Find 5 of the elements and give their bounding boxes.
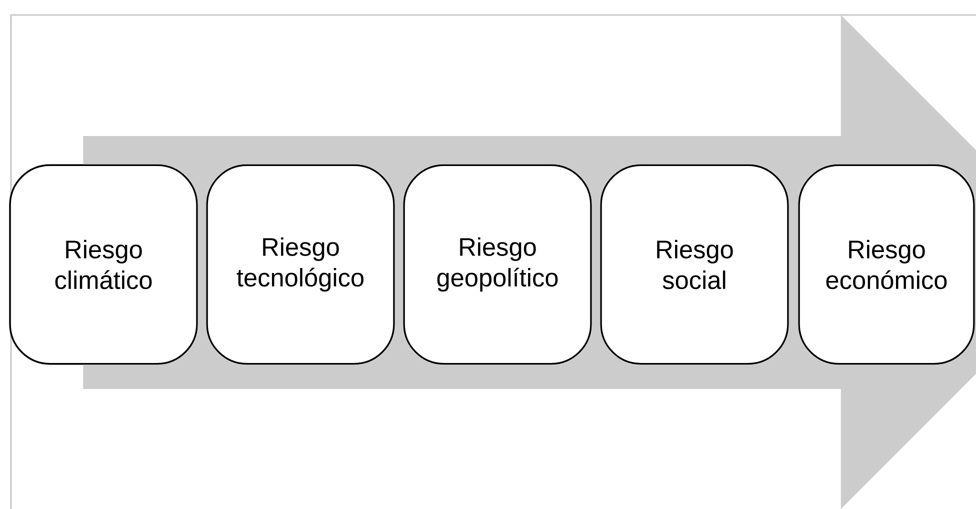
process-box: Riesgo económico [798, 164, 975, 365]
process-box: Riesgo geopolítico [403, 164, 592, 365]
process-box: Riesgo climático [9, 164, 198, 365]
process-box: Riesgo social [600, 164, 789, 365]
process-box: Riesgo tecnológico [206, 164, 395, 365]
